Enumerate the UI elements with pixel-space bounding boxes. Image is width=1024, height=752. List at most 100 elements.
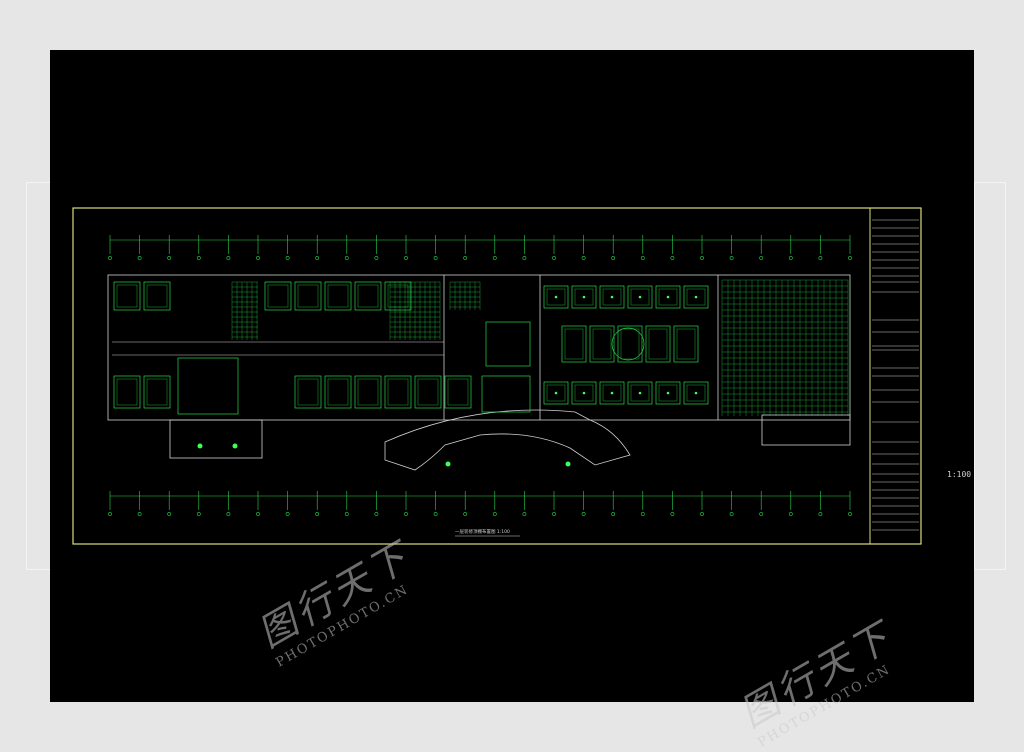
room-inner bbox=[417, 378, 439, 406]
room bbox=[294, 375, 322, 409]
room-inner bbox=[546, 384, 566, 402]
ceiling-grid-hatch bbox=[231, 279, 849, 416]
room-inner bbox=[648, 328, 668, 360]
top-dim-grid-bubble bbox=[433, 256, 438, 260]
room bbox=[113, 281, 141, 311]
room bbox=[561, 325, 587, 363]
bottom-dim-grid-bubble bbox=[670, 512, 675, 516]
room-inner bbox=[357, 378, 379, 406]
room-inner bbox=[574, 288, 594, 306]
bottom-dim-grid-bubble bbox=[788, 512, 793, 516]
room bbox=[354, 375, 382, 409]
top-dim-grid-bubble bbox=[788, 256, 793, 260]
building-outline bbox=[107, 274, 851, 471]
top-dim-grid-bubble bbox=[492, 256, 497, 260]
room-inner bbox=[267, 284, 289, 308]
top-dim-grid-bubble bbox=[848, 256, 852, 260]
bottom-dim-grid-bubble bbox=[167, 512, 172, 516]
room bbox=[543, 285, 569, 309]
room bbox=[384, 281, 412, 311]
bottom-dim-grid-bubble bbox=[581, 512, 586, 516]
top-dim-grid-bubble bbox=[640, 256, 645, 260]
light-fixtures bbox=[197, 295, 698, 467]
light-fixture bbox=[638, 295, 642, 299]
light-fixture bbox=[445, 461, 451, 467]
floor-plan-drawing: 一层装修顶棚布置图 1:100 bbox=[72, 207, 922, 545]
bottom-dimension-line bbox=[108, 491, 852, 516]
light-fixture bbox=[554, 295, 558, 299]
room bbox=[143, 375, 171, 409]
room-inner bbox=[602, 384, 622, 402]
top-dim-grid-bubble bbox=[404, 256, 408, 260]
room bbox=[354, 281, 382, 311]
room bbox=[294, 281, 322, 311]
room-inner bbox=[327, 378, 349, 406]
room-inner bbox=[146, 378, 168, 406]
bottom-dim-grid-bubble bbox=[256, 512, 260, 516]
bottom-dim-grid-bubble bbox=[433, 512, 438, 516]
room bbox=[627, 381, 653, 405]
top-dim-grid-bubble bbox=[374, 256, 379, 260]
room bbox=[599, 285, 625, 309]
top-dim-grid-bubble bbox=[196, 256, 201, 260]
bottom-dim-grid-bubble bbox=[611, 512, 616, 516]
room-inner bbox=[297, 284, 319, 308]
room-grid bbox=[113, 281, 709, 415]
room-inner bbox=[357, 284, 379, 308]
top-dim-grid-bubble bbox=[256, 256, 260, 260]
cad-canvas: 一层装修顶棚布置图 1:100 1:100 bbox=[50, 50, 974, 702]
room bbox=[655, 381, 681, 405]
top-dim-grid-bubble bbox=[700, 256, 704, 260]
bottom-dim-grid-bubble bbox=[137, 512, 142, 516]
room-inner bbox=[602, 288, 622, 306]
room bbox=[444, 375, 472, 409]
top-dim-grid-bubble bbox=[581, 256, 586, 260]
top-dim-grid-bubble bbox=[344, 256, 349, 260]
top-dim-grid-bubble bbox=[759, 256, 764, 260]
top-dim-grid-bubble bbox=[818, 256, 823, 260]
bottom-dim-grid-bubble bbox=[226, 512, 231, 516]
room-inner bbox=[574, 384, 594, 402]
room bbox=[589, 325, 615, 363]
room-inner bbox=[116, 378, 138, 406]
room-inner bbox=[297, 378, 319, 406]
room bbox=[673, 325, 699, 363]
top-dim-grid-bubble bbox=[315, 256, 320, 260]
top-dimension-line bbox=[108, 235, 852, 260]
top-dim-grid-bubble bbox=[670, 256, 675, 260]
bottom-dim-grid-bubble bbox=[285, 512, 290, 516]
light-fixture bbox=[554, 391, 558, 395]
ghost-sheet-right bbox=[974, 182, 1006, 570]
room bbox=[571, 381, 597, 405]
room-inner bbox=[116, 284, 138, 308]
room bbox=[683, 381, 709, 405]
room-inner bbox=[686, 384, 706, 402]
bottom-dim-grid-bubble bbox=[700, 512, 704, 516]
round-ceiling-feature bbox=[611, 327, 645, 361]
light-fixture bbox=[582, 391, 586, 395]
bottom-dim-grid-bubble bbox=[344, 512, 349, 516]
drawing-frame bbox=[72, 207, 922, 545]
room bbox=[645, 325, 671, 363]
bottom-dim-grid-bubble bbox=[315, 512, 320, 516]
bottom-dim-grid-bubble bbox=[640, 512, 645, 516]
light-fixture bbox=[582, 295, 586, 299]
hall-room bbox=[485, 321, 531, 367]
room bbox=[143, 281, 171, 311]
room bbox=[384, 375, 412, 409]
scale-label: 1:100 bbox=[947, 470, 972, 479]
light-fixture bbox=[666, 295, 670, 299]
top-dim-grid-bubble bbox=[463, 256, 468, 260]
top-dim-grid-bubble bbox=[167, 256, 172, 260]
room-inner bbox=[630, 288, 650, 306]
light-fixture bbox=[197, 443, 203, 449]
room bbox=[683, 285, 709, 309]
bottom-dim-grid-bubble bbox=[522, 512, 527, 516]
top-dim-grid-bubble bbox=[226, 256, 231, 260]
bottom-dim-grid-bubble bbox=[404, 512, 408, 516]
room-inner bbox=[620, 328, 640, 360]
room-inner bbox=[564, 328, 584, 360]
top-dim-grid-bubble bbox=[729, 256, 734, 260]
room-inner bbox=[658, 384, 678, 402]
room bbox=[543, 381, 569, 405]
